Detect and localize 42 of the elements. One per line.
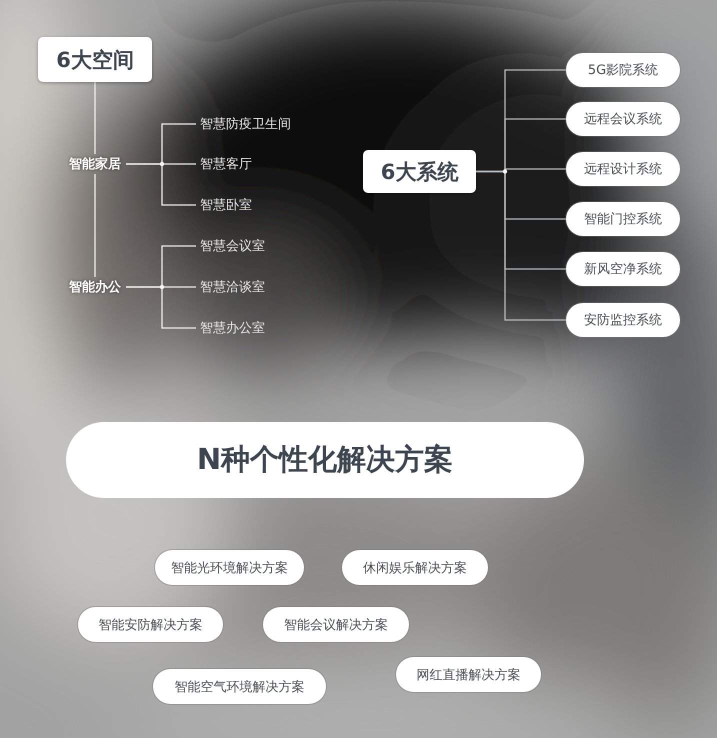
box-label: 6大系统 bbox=[380, 158, 458, 186]
rounded-box bbox=[155, 550, 304, 585]
box-label: 5G影院系统 bbox=[588, 62, 658, 79]
connector-line bbox=[94, 174, 96, 277]
box-label: 智能光环境解决方案 bbox=[171, 560, 288, 576]
rounded-box bbox=[263, 607, 409, 642]
box-label: 休闲娱乐解决方案 bbox=[363, 560, 467, 576]
box-label: 智能空气环境解决方案 bbox=[174, 678, 304, 696]
rounded-box bbox=[566, 202, 680, 236]
group-label: 智能办公 bbox=[69, 279, 121, 296]
item-label: 智慧会议室 bbox=[200, 238, 265, 255]
item-label: 智慧卧室 bbox=[200, 197, 252, 214]
rounded-box bbox=[566, 53, 680, 87]
rounded-box bbox=[153, 669, 326, 704]
box-label: 网红直播解决方案 bbox=[416, 666, 520, 684]
rounded-box bbox=[566, 303, 680, 337]
rounded-box bbox=[396, 657, 541, 692]
connector-line bbox=[94, 82, 96, 154]
box-label: 远程设计系统 bbox=[584, 161, 662, 178]
rounded-box bbox=[78, 607, 223, 642]
item-label: 智慧防疫卫生间 bbox=[200, 116, 291, 133]
item-label: 智慧洽谈室 bbox=[200, 279, 265, 296]
box-label: 6大空间 bbox=[56, 46, 134, 74]
box-label: 新风空净系统 bbox=[584, 261, 662, 278]
box-label: N种个性化解决方案 bbox=[196, 441, 454, 478]
title-box bbox=[38, 37, 152, 82]
item-label: 智慧办公室 bbox=[200, 320, 265, 337]
box-label: 安防监控系统 bbox=[584, 312, 662, 329]
box-label: 智能门控系统 bbox=[584, 211, 662, 228]
rounded-box bbox=[566, 102, 680, 136]
group-label: 智能家居 bbox=[69, 156, 121, 173]
connector-line bbox=[476, 170, 566, 321]
title-box bbox=[363, 150, 476, 193]
rounded-box bbox=[566, 152, 680, 186]
connector-line bbox=[126, 286, 196, 329]
box-label: 智能会议解决方案 bbox=[284, 616, 388, 634]
rounded-box bbox=[566, 252, 680, 286]
rounded-box bbox=[342, 550, 488, 585]
item-label: 智慧客厅 bbox=[200, 156, 252, 173]
box-label: 远程会议系统 bbox=[584, 111, 662, 128]
connector-line bbox=[126, 163, 196, 206]
box-label: 智能安防解决方案 bbox=[98, 616, 202, 634]
